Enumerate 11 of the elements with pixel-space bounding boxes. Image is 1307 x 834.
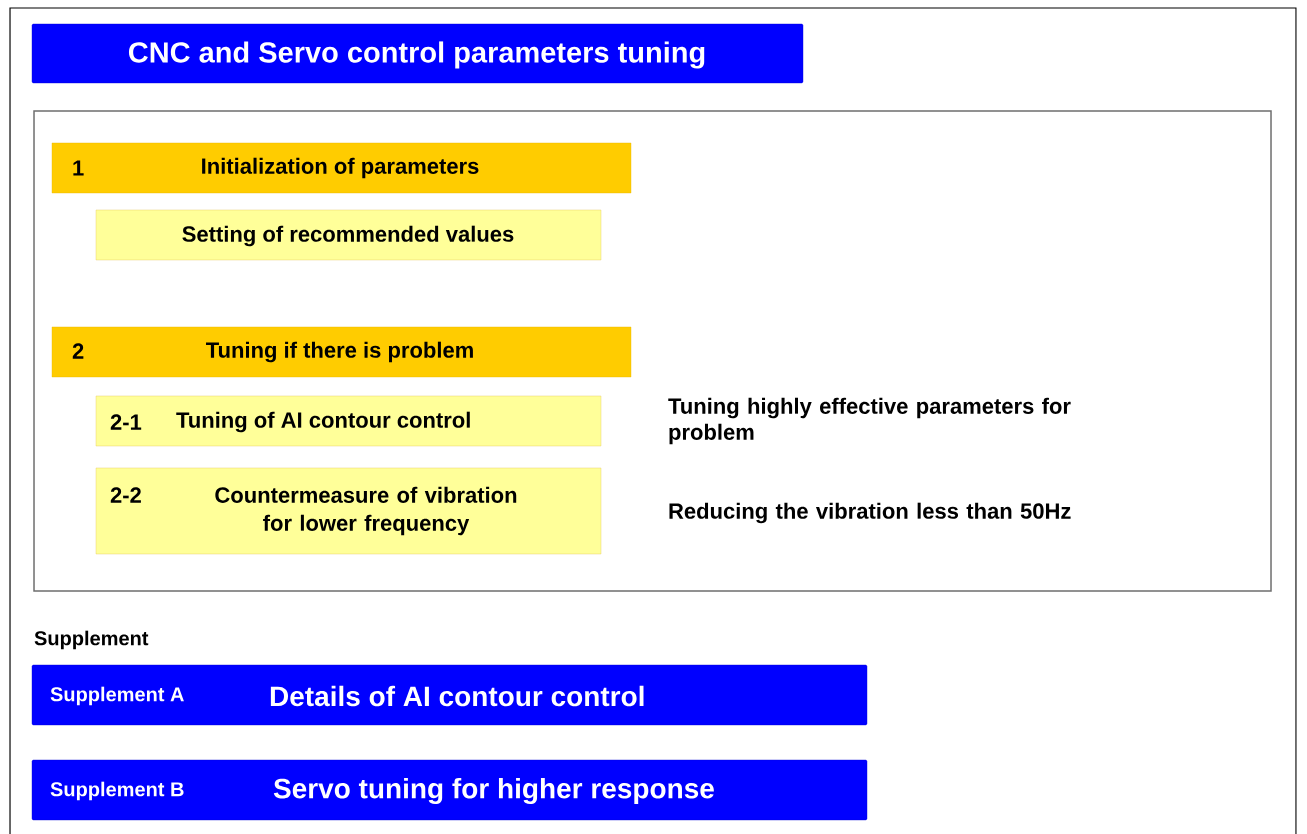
step-heading-bar: 2 Tuning if there is problem [51,326,632,378]
substep-box: 2-1 Tuning of AI contour control [95,395,602,447]
substep-box: 2-2 Countermeasure of vibration for lower frequency [95,467,602,555]
title-banner: CNC and Servo control parameters tuning [31,23,804,84]
note-text: Tuning highly effective parameters for problem [668,397,1071,445]
supplement-banner: Supplement A Details of AI contour control [31,664,868,726]
substep-box: Setting of recommended values [95,209,602,261]
supplement-banner: Supplement B Servo tuning for higher response [31,759,868,821]
note-text: Reducing the vibration less than 50Hz [669,502,1071,524]
content-frame [33,110,1272,592]
step-heading-bar: 1 Initialization of parameters [51,142,632,194]
